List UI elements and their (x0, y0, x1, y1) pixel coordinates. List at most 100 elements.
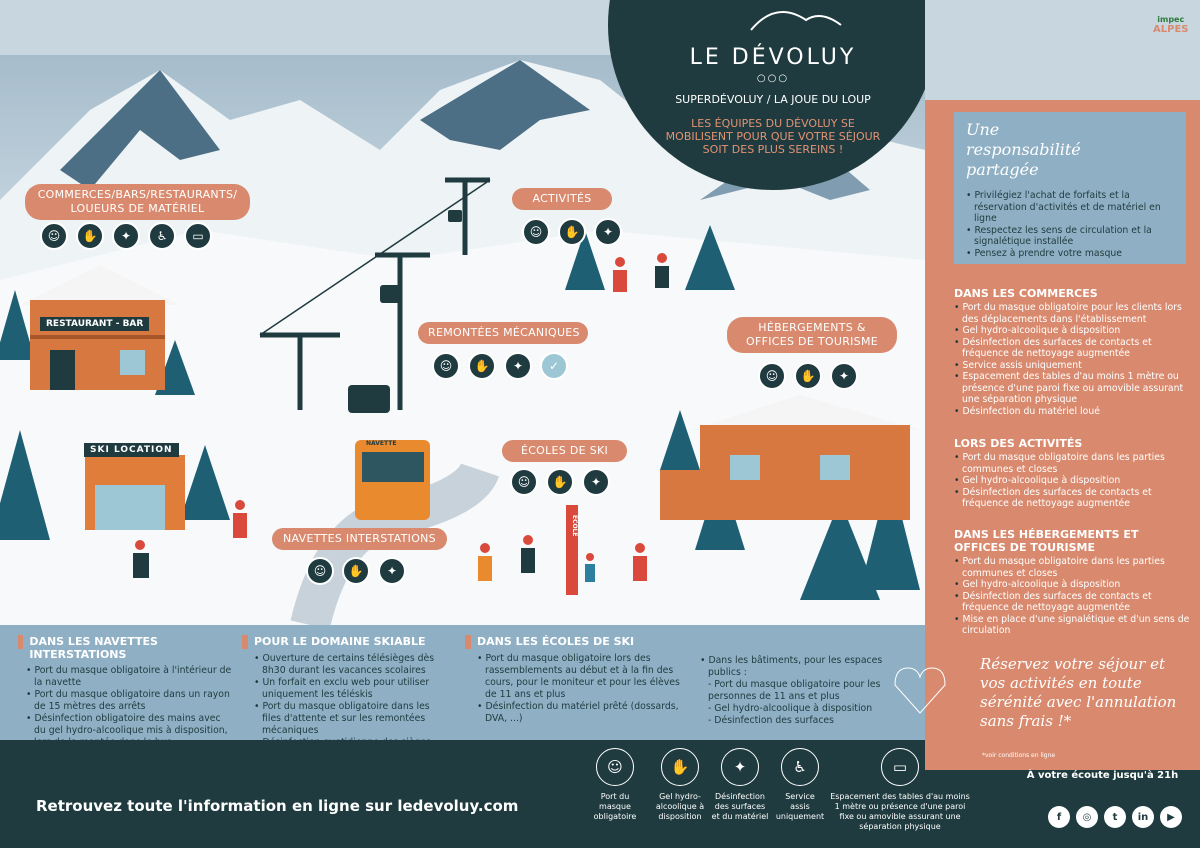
hotel-chalet (660, 395, 920, 520)
partner-name: impec (1157, 15, 1185, 24)
activites-title: LORS DES ACTIVITÉS (954, 437, 1083, 450)
social-icon[interactable]: f (1048, 806, 1070, 828)
footer-info[interactable]: Retrouvez toute l'information en ligne s… (36, 797, 519, 815)
icon-legend: ☺ Port du masque obligatoire ✋ Gel hydro-al… (0, 748, 1000, 848)
tables-icon: ▭ (184, 222, 212, 250)
disinfect-icon: ✦ (594, 218, 622, 246)
legend-icon: ♿ (781, 748, 819, 786)
responsibility-box: Une responsabilité partagée Privilégiez … (954, 112, 1186, 264)
mask-icon: ☺ (510, 468, 538, 496)
domaine-title: POUR LE DOMAINE SKIABLE (254, 635, 426, 648)
label-hebergements: HÉBERGEMENTS & OFFICES DE TOURISME (727, 317, 897, 353)
footer: Retrouvez toute l'information en ligne s… (0, 740, 1200, 848)
seated-icon: ♿ (148, 222, 176, 250)
commerces-item: Désinfection des surfaces de contacts et… (954, 337, 1194, 360)
navettes-header: DANS LES NAVETTES INTERSTATIONS (18, 635, 233, 661)
heart-icon (894, 667, 946, 714)
legend-item: ✦ Désinfection des surfaces et du matérie… (710, 748, 770, 822)
gel-icon: ✋ (558, 218, 586, 246)
batiments-list: - Port du masque obligatoire pour les pe… (700, 679, 890, 727)
ecoles-title: DANS LES ÉCOLES DE SKI (477, 635, 635, 648)
legend-label: Gel hydro-alcoolique à disposition (655, 792, 705, 821)
section-hebergements: DANS LES HÉBERGEMENTS ET OFFICES DE TOUR… (954, 528, 1194, 637)
responsibility-item: Privilégiez l'achat de forfaits et la ré… (966, 190, 1174, 225)
icons-commerces: ☺✋✦♿▭ (40, 222, 212, 250)
ecole-sign: ÉCOLE (571, 515, 578, 537)
batiments-item: - Désinfection des surfaces (708, 715, 834, 726)
social-icon[interactable]: ▶ (1160, 806, 1182, 828)
pine-trees (0, 225, 920, 600)
icons-navettes: ☺✋✦ (306, 557, 406, 585)
partner-logo: impec ALPES (1153, 15, 1188, 35)
social-icon[interactable]: in (1132, 806, 1154, 828)
legend-label: Désinfection des surfaces et du matériel (711, 792, 769, 821)
lift-towers (260, 177, 490, 410)
ski-location-sign: SKI LOCATION (84, 443, 179, 457)
batiments-item: - Gel hydro-alcoolique à disposition (708, 703, 873, 714)
mask-icon: ☺ (758, 362, 786, 390)
legend-item: ☺ Port du masque obligatoire (590, 748, 640, 822)
disinfect-icon: ✦ (830, 362, 858, 390)
partner-region: ALPES (1153, 24, 1189, 35)
footer-bar-extension (0, 740, 925, 770)
gel-icon: ✋ (546, 468, 574, 496)
icons-activites: ☺✋✦ (522, 218, 622, 246)
activites-list: Port du masque obligatoire dans les part… (954, 452, 1194, 510)
responsibility-list: Privilégiez l'achat de forfaits et la ré… (966, 190, 1174, 259)
restaurant-chalet (20, 265, 180, 390)
ecoles-item: Désinfection du matériel prêté (dossards… (477, 701, 685, 725)
section-batiments: Dans les bâtiments, pour les espaces pub… (700, 655, 890, 727)
legend-icon: ✦ (721, 748, 759, 786)
hebergements-item: Désinfection des surfaces de contacts et… (954, 591, 1194, 614)
icons-remontees: ☺✋✦✓ (432, 352, 568, 380)
responsibility-item: Pensez à prendre votre masque (966, 248, 1174, 260)
shuttle-sign: NAVETTE (366, 440, 397, 447)
label-activites: ACTIVITÉS (512, 188, 612, 210)
mask-icon: ☺ (432, 352, 460, 380)
gel-icon: ✋ (468, 352, 496, 380)
footer-ecoute: À votre écoute jusqu'à 21h (1026, 770, 1179, 781)
commerces-item: Désinfection du matériel loué (954, 406, 1194, 418)
mountain-logo-icon (750, 11, 842, 31)
tagline: LES ÉQUIPES DU DÉVOLUY SE MOBILISENT POU… (665, 117, 881, 156)
chairlift (348, 210, 462, 413)
hebergements-list: Port du masque obligatoire dans les part… (954, 556, 1194, 637)
right-panel: impec ALPES Une responsabilité partagée … (925, 0, 1200, 770)
disinfect-icon: ✦ (504, 352, 532, 380)
disinfect-icon: ✦ (582, 468, 610, 496)
skiers (133, 253, 669, 582)
mask-icon: ☺ (40, 222, 68, 250)
legend-icon: ☺ (596, 748, 634, 786)
brand-dots: ○○○ (756, 73, 790, 84)
ski-location-shop (85, 455, 185, 530)
shuttle-bus (355, 440, 430, 520)
activites-item: Désinfection des surfaces de contacts et… (954, 487, 1194, 510)
hebergements-item: Mise en place d'une signalétique et d'un… (954, 614, 1194, 637)
section-activites: LORS DES ACTIVITÉS Port du masque obliga… (954, 437, 1194, 510)
domaine-header: POUR LE DOMAINE SKIABLE (242, 635, 442, 649)
legend-icon: ✋ (661, 748, 699, 786)
legend-label: Port du masque obligatoire (593, 792, 637, 821)
legend-item: ▭Espacement des tables d'au moins 1 mètr… (830, 748, 970, 832)
right-top-band (925, 0, 1200, 100)
commerces-item: Port du masque obligatoire pour les clie… (954, 302, 1194, 325)
label-navettes: NAVETTES INTERSTATIONS (272, 528, 447, 550)
reserve-text: Réservez votre séjour et vos activités e… (980, 655, 1190, 731)
hebergements-item: Gel hydro-alcoolique à disposition (954, 579, 1194, 591)
icons-ecoles: ☺ ✋ ✦ (510, 468, 610, 496)
legend-item: ✋ Gel hydro-alcoolique à disposition (650, 748, 710, 822)
restaurant-sign: RESTAURANT - BAR (40, 317, 150, 331)
batiments-item: - Port du masque obligatoire pour les pe… (708, 679, 881, 702)
label-ecoles: ÉCOLES DE SKI (502, 440, 627, 462)
brand-name: LE DÉVOLUY (689, 45, 857, 70)
legend-icon: ▭ (881, 748, 919, 786)
batiments-lead-text: Dans les bâtiments, pour les espaces pub… (700, 655, 890, 679)
gel-icon: ✋ (76, 222, 104, 250)
label-remontees: REMONTÉES MÉCANIQUES (418, 322, 588, 344)
social-icon[interactable]: ◎ (1076, 806, 1098, 828)
mask-icon: ☺ (306, 557, 334, 585)
domaine-item: Un forfait en exclu web pour utiliser un… (254, 677, 442, 701)
responsibility-item: Respectez les sens de circulation et la … (966, 225, 1174, 248)
social-icon[interactable]: t (1104, 806, 1126, 828)
legend-label: Service assis uniquement (775, 792, 825, 821)
